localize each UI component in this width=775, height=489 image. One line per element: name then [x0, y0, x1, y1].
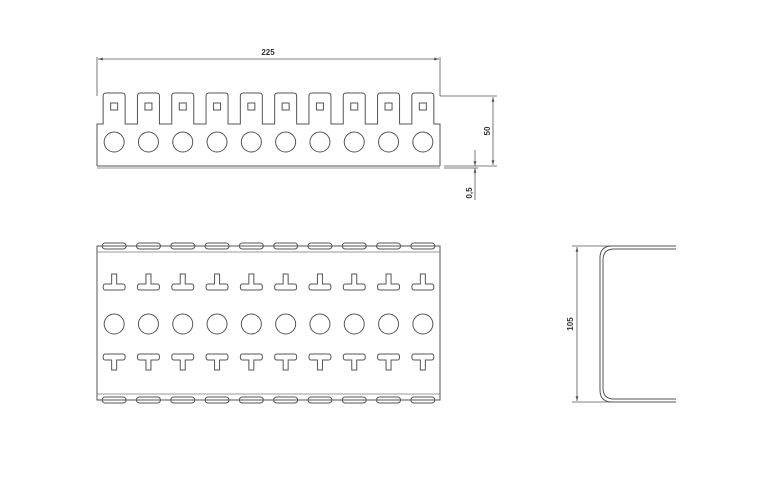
bottom-slot: [170, 396, 196, 404]
keyhole-upper: [239, 273, 263, 291]
front-round-hole: [137, 131, 159, 153]
front-view: [96, 92, 441, 169]
height-dimension-label: 50: [483, 126, 492, 135]
flat-round-hole: [206, 313, 228, 335]
front-round-hole: [206, 131, 228, 153]
front-square-hole: [384, 102, 393, 111]
flat-round-hole: [412, 313, 434, 335]
front-square-hole: [178, 102, 187, 111]
keyhole-upper: [411, 273, 435, 291]
front-round-hole: [309, 131, 331, 153]
bottom-slot: [204, 396, 230, 404]
depth-dimension-label: 105: [566, 317, 575, 331]
flat-round-hole: [309, 313, 331, 335]
flat-view: [96, 242, 441, 404]
keyhole-upper: [205, 273, 229, 291]
t-slot-lower: [411, 353, 435, 371]
keyhole-upper: [377, 273, 401, 291]
side-view: [599, 245, 676, 403]
top-slot: [170, 242, 196, 250]
width-dimension-label: 225: [261, 48, 275, 57]
top-slot: [376, 242, 402, 250]
top-slot: [204, 242, 230, 250]
front-square-hole: [247, 102, 256, 111]
top-slot: [135, 242, 161, 250]
bottom-slot: [135, 396, 161, 404]
t-slot-lower: [308, 353, 332, 371]
flat-round-hole: [275, 313, 297, 335]
front-round-hole: [412, 131, 434, 153]
side-view-inner-profile: [602, 248, 676, 400]
keyhole-upper: [102, 273, 126, 291]
bottom-slot: [273, 396, 299, 404]
front-square-hole: [281, 102, 290, 111]
front-square-hole: [315, 102, 324, 111]
bottom-slot: [341, 396, 367, 404]
depth-dimension: 105: [566, 245, 612, 403]
front-round-hole: [378, 131, 400, 153]
keyhole-upper: [171, 273, 195, 291]
top-slot: [307, 242, 333, 250]
t-slot-lower: [342, 353, 366, 371]
t-slot-lower: [136, 353, 160, 371]
front-round-hole: [240, 131, 262, 153]
top-slot: [273, 242, 299, 250]
front-view-outline: [96, 92, 441, 166]
front-square-hole: [110, 102, 119, 111]
front-square-hole: [350, 102, 359, 111]
top-slot: [101, 242, 127, 250]
flat-round-hole: [172, 313, 194, 335]
bottom-slot: [307, 396, 333, 404]
front-square-hole: [213, 102, 222, 111]
front-view-holes: [103, 102, 434, 153]
front-round-hole: [275, 131, 297, 153]
side-view-outer-profile: [599, 245, 676, 403]
top-slot: [238, 242, 264, 250]
t-slot-lower: [102, 353, 126, 371]
keyhole-upper: [308, 273, 332, 291]
bottom-slot: [376, 396, 402, 404]
bottom-slot: [238, 396, 264, 404]
keyhole-upper: [342, 273, 366, 291]
t-slot-lower: [239, 353, 263, 371]
top-slot: [410, 242, 436, 250]
top-slot: [341, 242, 367, 250]
thickness-dimension-label: 0,5: [465, 187, 474, 199]
flat-round-hole: [240, 313, 262, 335]
flat-round-hole: [103, 313, 125, 335]
bottom-slot: [101, 396, 127, 404]
t-slot-lower: [274, 353, 298, 371]
front-round-hole: [172, 131, 194, 153]
height-dimension: 50: [440, 95, 497, 167]
bottom-slot: [410, 396, 436, 404]
front-round-hole: [103, 131, 125, 153]
front-round-hole: [343, 131, 365, 153]
width-dimension: 225: [96, 48, 441, 96]
flat-round-hole: [378, 313, 400, 335]
flat-round-hole: [137, 313, 159, 335]
flat-view-features: [101, 242, 436, 404]
flat-round-hole: [343, 313, 365, 335]
front-square-hole: [144, 102, 153, 111]
t-slot-lower: [377, 353, 401, 371]
t-slot-lower: [171, 353, 195, 371]
front-square-hole: [418, 102, 427, 111]
t-slot-lower: [205, 353, 229, 371]
thickness-dimension: 0,5: [444, 150, 478, 200]
keyhole-upper: [274, 273, 298, 291]
flat-view-outline: [96, 245, 441, 401]
keyhole-upper: [136, 273, 160, 291]
